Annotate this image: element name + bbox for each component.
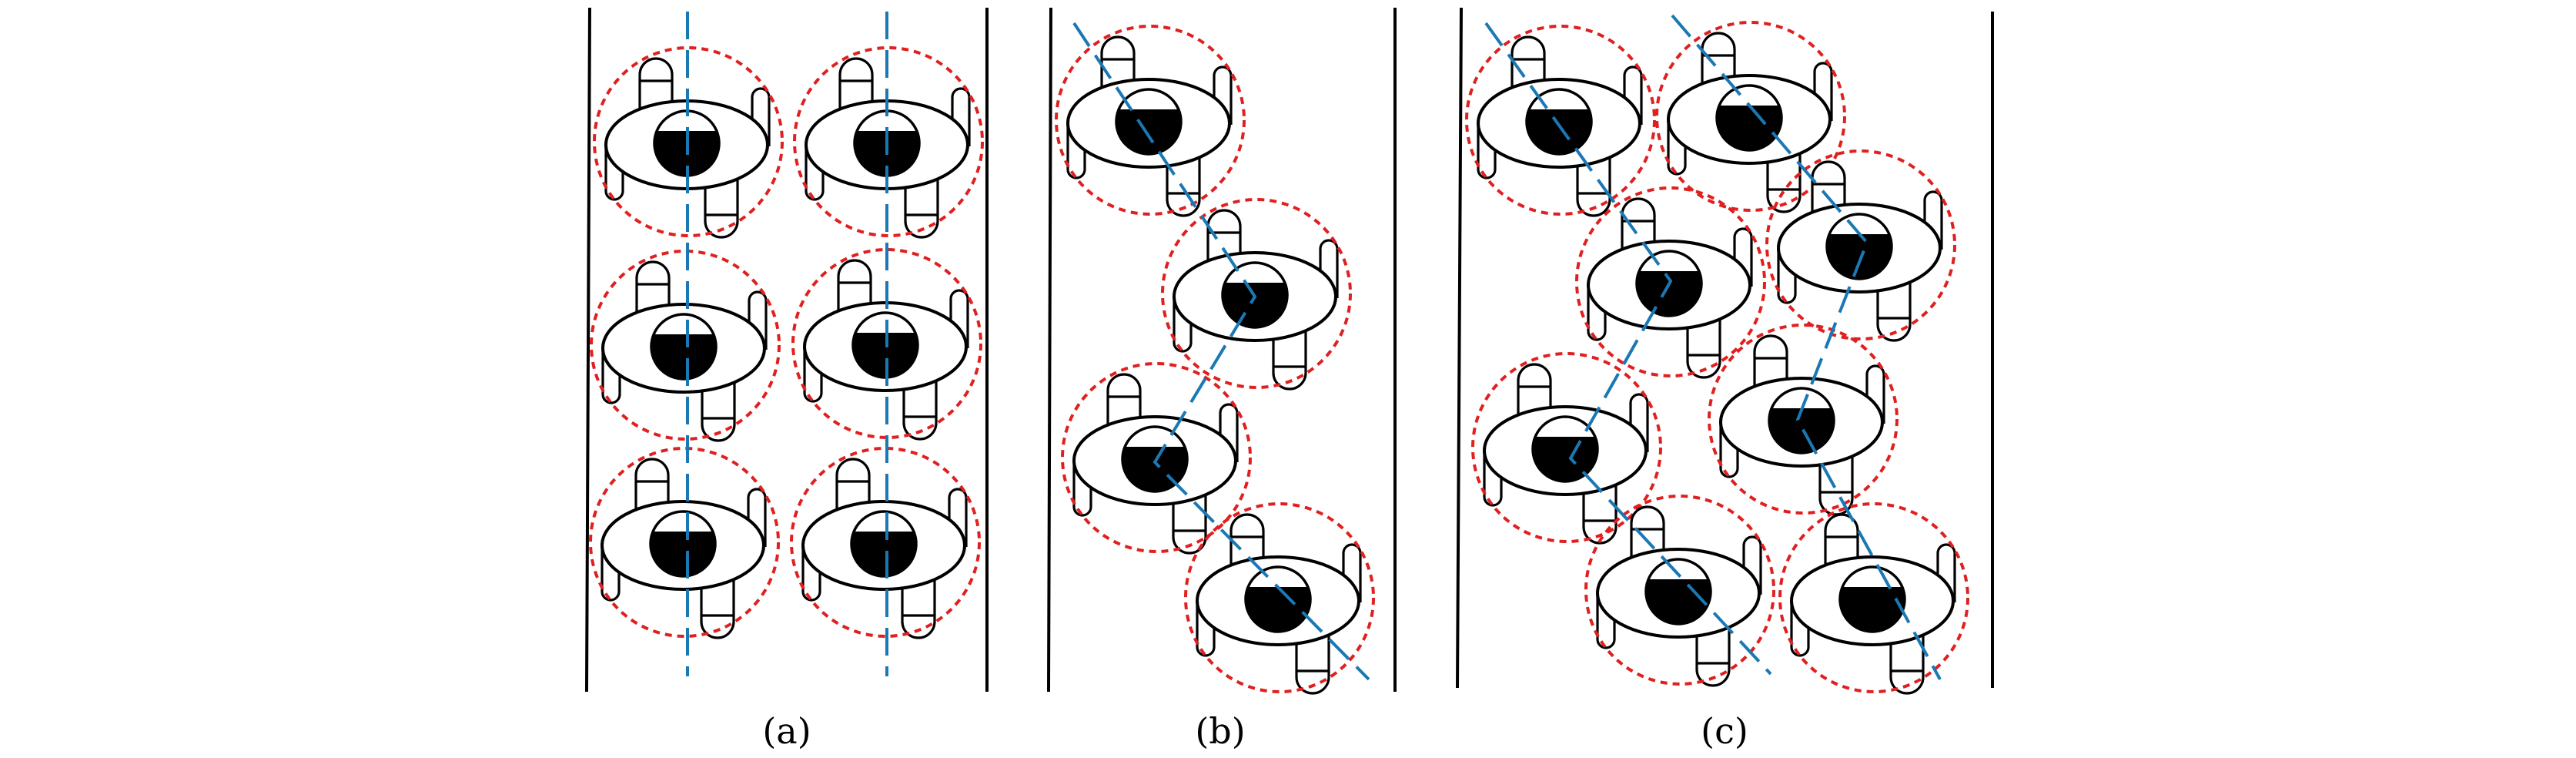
particle-ring [1708, 324, 1899, 515]
particle-core-fill [650, 532, 716, 577]
particle-unit [1655, 21, 1846, 213]
particle-ring [589, 447, 780, 638]
particle-unit [790, 447, 981, 639]
particle-core-fill [1533, 437, 1597, 481]
panel-b-axis [1072, 22, 1370, 681]
particle-unit [1471, 352, 1662, 545]
particle-core-fill [1769, 408, 1834, 453]
panel-c-left-wall [1456, 7, 1463, 689]
panel-a-left-wall [585, 7, 591, 693]
particle-core-fill [1840, 587, 1905, 632]
panel-a-label: (a) [762, 710, 811, 752]
particle-ring [1471, 352, 1662, 543]
panel-b-label: (b) [1195, 710, 1245, 752]
particle-core-fill [1827, 234, 1892, 279]
panel-c-axis-2 [1671, 14, 1942, 680]
particle-unit [1584, 495, 1775, 687]
particle-ring [1584, 495, 1775, 686]
panel-c-label: (c) [1701, 710, 1748, 752]
particle-unit [589, 447, 780, 639]
particle-unit [1465, 25, 1656, 217]
particle-ring [593, 46, 784, 237]
panel-a: (a) [585, 7, 989, 752]
panel-b: (b) [1047, 7, 1397, 752]
particle-unit [1184, 502, 1375, 695]
particle-ring [1765, 149, 1956, 340]
particle-unit [590, 250, 781, 442]
particle-unit [791, 248, 982, 441]
particle-core-fill [1637, 271, 1701, 316]
particle-ring [590, 250, 781, 441]
particle-core-fill [1116, 109, 1181, 154]
particle-ring [1575, 186, 1766, 377]
panel-a-particles [589, 46, 984, 639]
particle-unit [1055, 25, 1246, 217]
particle-ring [1061, 362, 1252, 553]
particle-unit [1778, 502, 1969, 695]
particle-ring [1184, 502, 1375, 693]
particle-ring [1055, 25, 1246, 216]
particle-unit [1061, 362, 1252, 555]
particle-unit [1765, 149, 1956, 342]
particle-core-fill [1526, 109, 1591, 154]
particle-ring [1465, 25, 1656, 216]
particle-unit [1708, 324, 1899, 516]
panel-c: (c) [1456, 7, 1994, 752]
particle-ring [790, 447, 981, 638]
particle-core-fill [853, 333, 918, 377]
particle-ring [1161, 198, 1352, 389]
particle-ring [1655, 21, 1846, 212]
panel-b-particles [1055, 25, 1375, 695]
particle-core-fill [851, 532, 916, 576]
panel-c-axis-1 [1484, 22, 1772, 676]
particle-ring [793, 46, 984, 237]
panel-c-particles [1465, 21, 1969, 695]
panel-b-left-wall [1047, 7, 1052, 693]
particle-unit [1161, 198, 1352, 391]
particle-core-fill [1246, 587, 1310, 632]
particle-core-fill [651, 334, 716, 380]
particle-core-fill [1223, 283, 1287, 327]
particle-ring [1778, 502, 1969, 693]
particle-core-fill [1717, 106, 1781, 150]
particle-ring [791, 248, 982, 439]
